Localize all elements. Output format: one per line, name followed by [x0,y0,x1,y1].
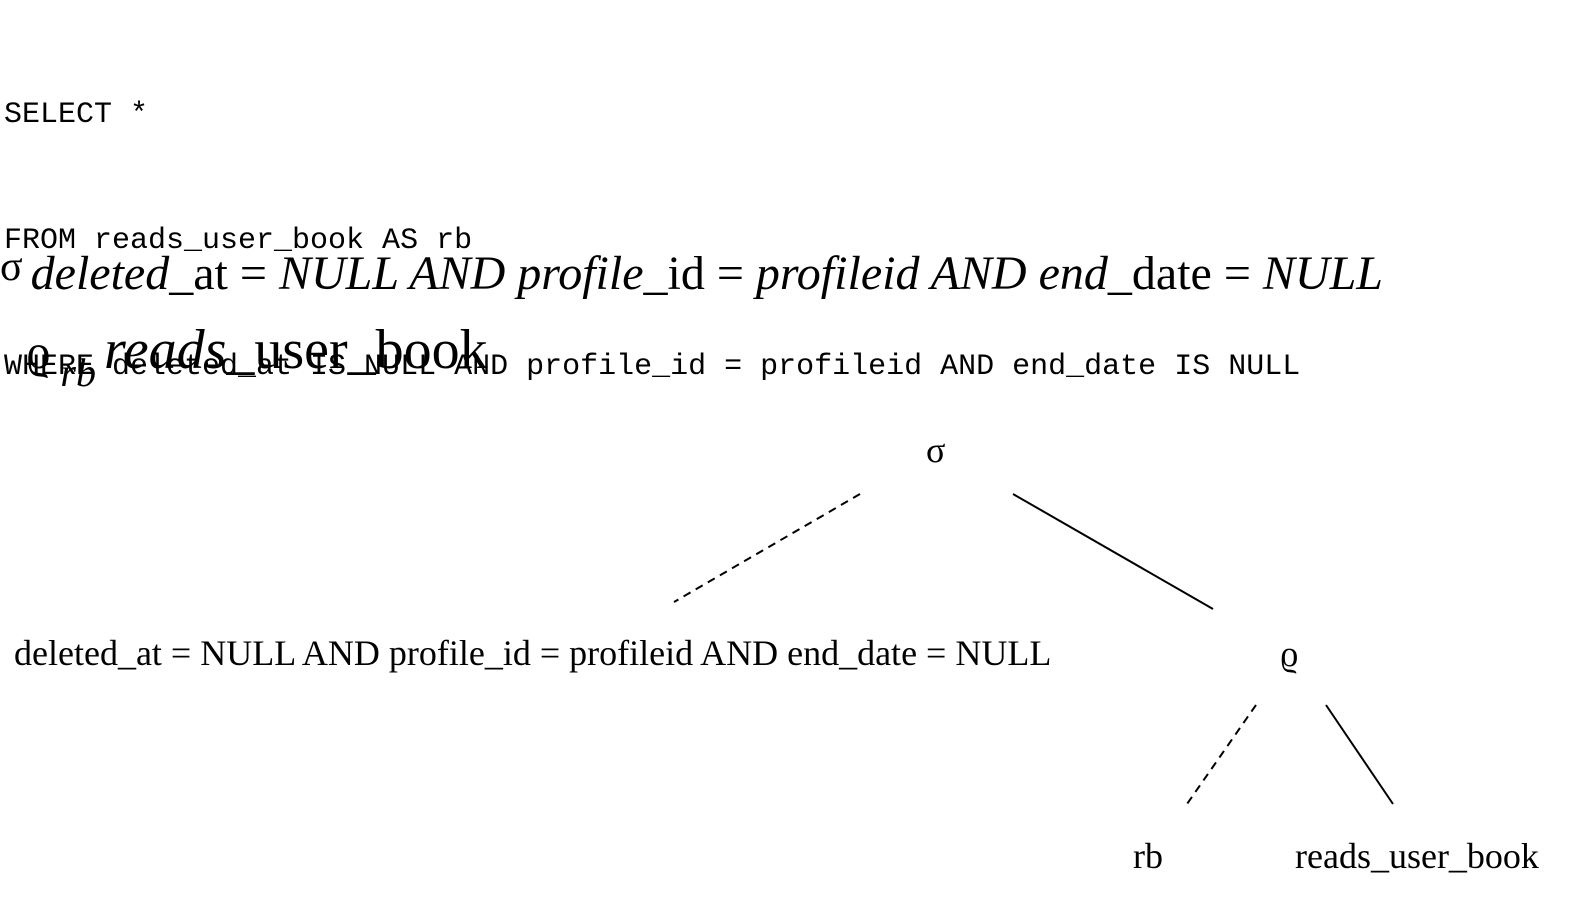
relation-part: reads [104,319,227,381]
tree-relation-node: reads_user_book [1295,836,1539,876]
edge-root-rename [1012,493,1214,610]
condition-part: _date = [1107,247,1263,300]
tree-condition-node: deleted_at = NULL AND profile_id = profi… [14,633,1052,673]
rename-operator: ϱ [26,326,51,379]
sql-select-line: SELECT * [4,98,149,132]
condition-part: NULL [1262,247,1383,300]
condition-part: profileid AND end [755,247,1108,300]
sql-where-line: WHERE deleted_at IS NULL AND profile_id … [4,350,1301,384]
edge-rename-relation [1325,704,1394,805]
sql-query: SELECT * FROM reads_user_book AS rb WHER… [4,10,1300,430]
condition-part: deleted [30,247,170,300]
edge-rename-alias [1186,704,1257,805]
condition-part: _id = [643,247,756,300]
sql-from-line: FROM reads_user_book AS rb [4,224,473,258]
selection-operator: σ [0,244,23,290]
rename-alias: rb [60,350,96,395]
condition-part: _at = [169,247,279,300]
relation-part: _user_book [226,319,488,381]
tree-alias-node: rb [1133,836,1163,876]
condition-part: NULL AND profile [278,247,644,300]
edge-root-condition [673,493,861,603]
tree-root-selection: σ [926,430,946,470]
tree-rename-node: ϱ [1280,634,1299,674]
